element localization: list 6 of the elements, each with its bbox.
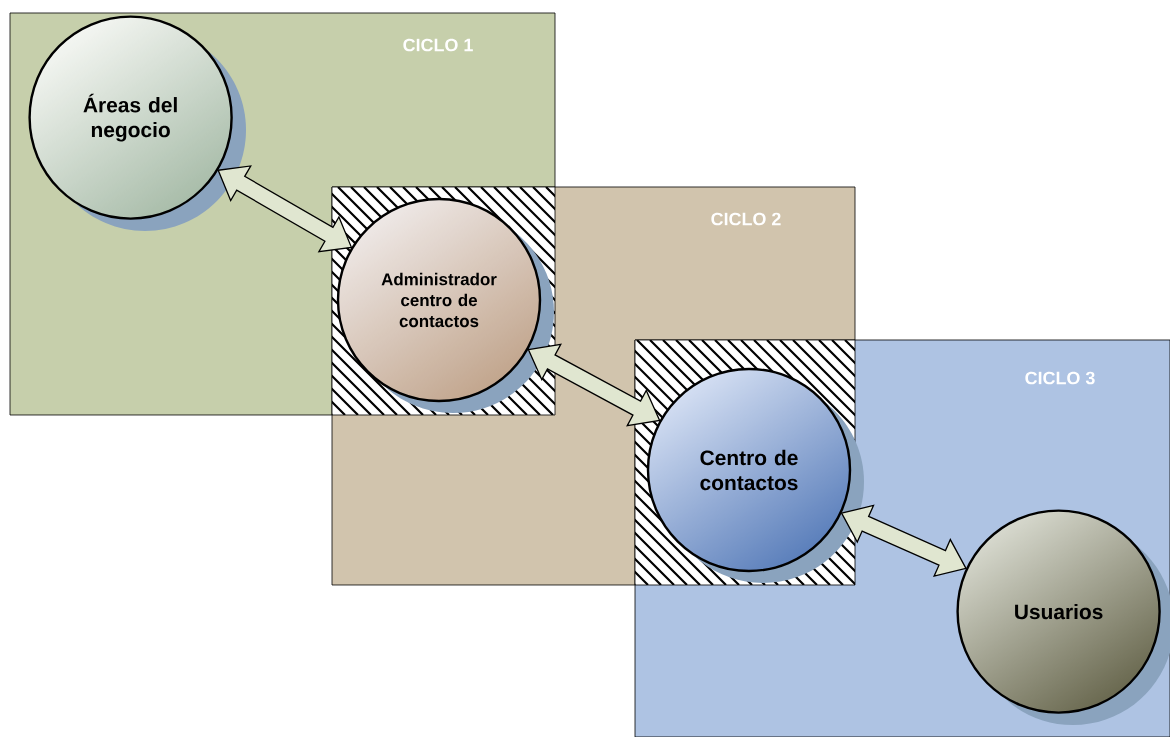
- circle-node: Administrador centro de contactos: [336, 197, 542, 403]
- double-arrow: [527, 343, 661, 427]
- circle-node: Centro de contactos: [646, 367, 852, 573]
- circle-node: Áreas del negocio: [28, 15, 233, 220]
- double-arrow: [217, 165, 353, 253]
- circle-node: Usuarios: [956, 509, 1161, 714]
